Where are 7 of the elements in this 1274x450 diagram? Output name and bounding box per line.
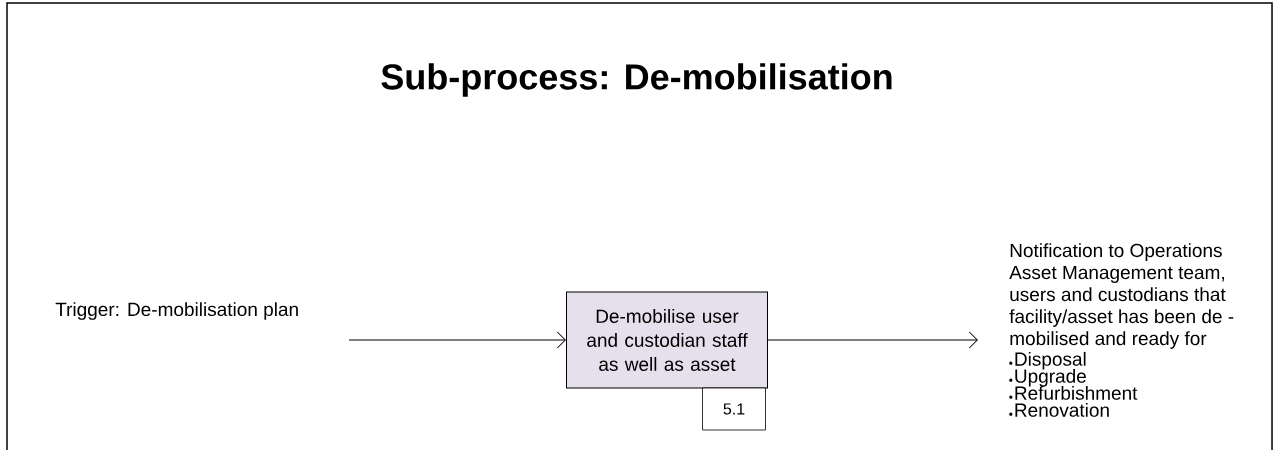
process-box: De-mobilise user and custodian staff as well as asset [566, 291, 768, 389]
title: Sub-process: De-mobilisation [381, 63, 892, 97]
arrow [348, 331, 566, 349]
step-number-box: 5.1 [702, 387, 766, 431]
outcome-text: Notification to Operations Asset Management team, users and custodians that facility/asset has been de - mobilised and ready for Disposal Upgrade Refurbishment Renovation [1009, 243, 1234, 417]
trigger-text: Trigger: De-mobilisation plan [55, 302, 298, 320]
arrow [767, 331, 978, 349]
